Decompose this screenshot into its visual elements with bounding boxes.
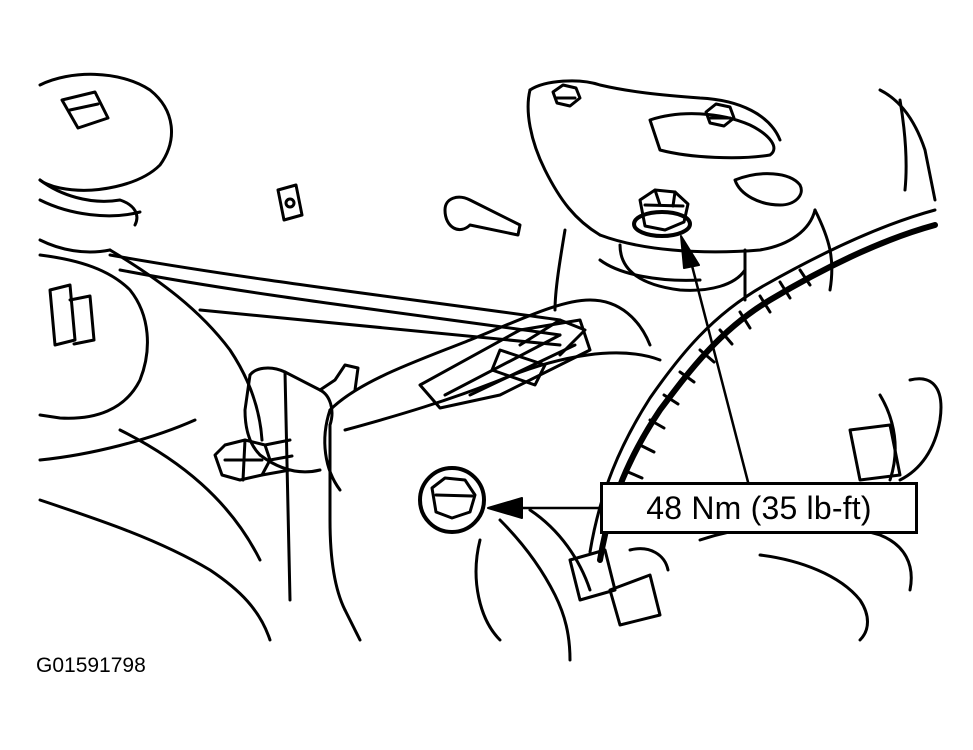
right-side-component: [698, 88, 943, 642]
lower-mount-bracket: [243, 363, 362, 642]
arrow-to-lower-bolt: [487, 497, 602, 519]
figure-id-label: G01591798: [36, 654, 146, 677]
upper-mount-bolt: [632, 188, 692, 238]
wire-harness: [588, 208, 938, 563]
left-upper-component: [38, 72, 173, 254]
mount-body: [553, 228, 747, 312]
arrow-to-upper-bolt: [680, 235, 750, 484]
lower-connectors: [474, 508, 670, 662]
upper-mount-bracket: [526, 79, 834, 292]
bracket-bolt-2: [704, 102, 736, 128]
keyhole-slot: [443, 195, 522, 237]
torque-strut-arm: [323, 298, 662, 492]
left-housing: [38, 248, 272, 642]
torque-spec-label: 48 Nm (35 lb-ft): [646, 489, 872, 526]
bracket-bolt-1: [551, 83, 582, 108]
torque-spec-callout: 48 Nm (35 lb-ft): [600, 482, 918, 534]
small-plate: [276, 183, 304, 222]
side-stud-nut: [213, 438, 294, 482]
lower-mount-bolt: [418, 466, 486, 534]
